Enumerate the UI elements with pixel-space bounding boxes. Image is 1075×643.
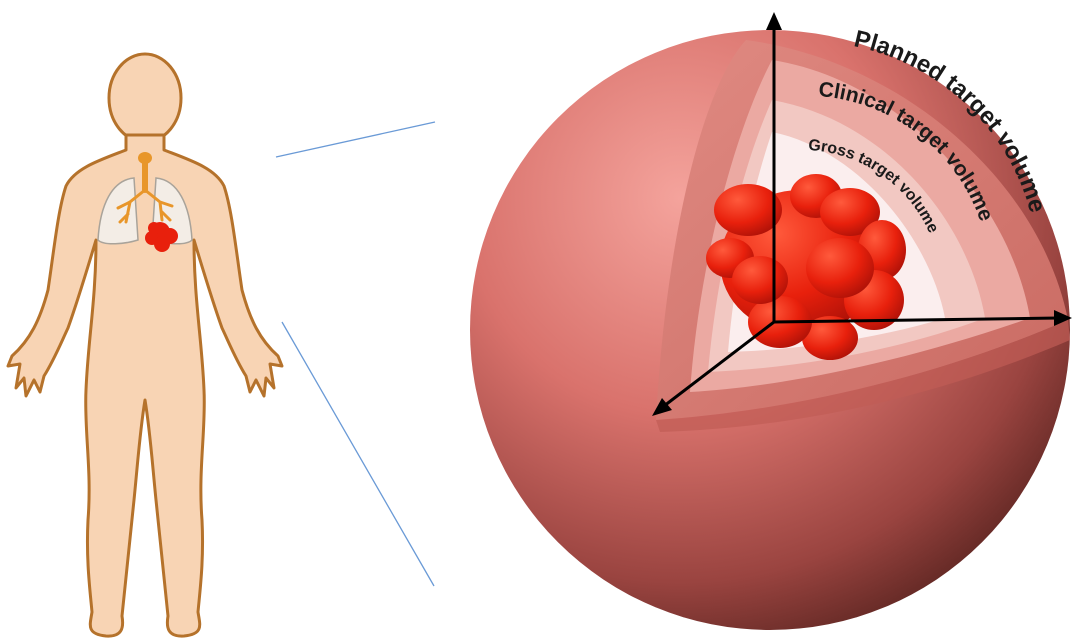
zoom-line-bottom [282,322,434,586]
zoom-line-top [276,122,435,157]
head-shape [109,54,181,142]
axis-vertical-arrowhead [766,12,782,30]
torso-shape [8,135,282,636]
target-sphere: Planned target volume Clinical target vo… [470,12,1072,630]
human-body-icon [8,54,282,636]
